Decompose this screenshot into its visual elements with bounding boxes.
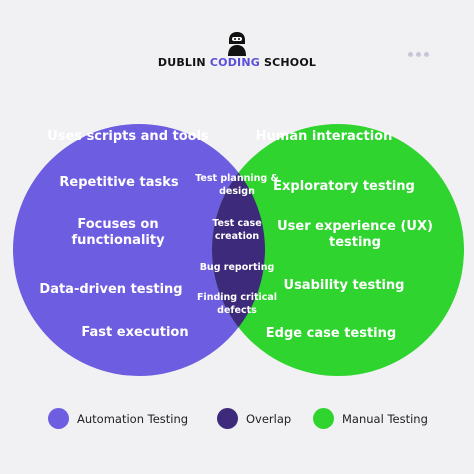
legend-dot-overlap <box>217 408 238 429</box>
ninja-coder-icon <box>228 32 246 56</box>
overlap-item-1: Test planning & design <box>195 173 279 197</box>
legend-label-manual: Manual Testing <box>342 411 428 426</box>
legend-label-automation: Automation Testing <box>77 411 189 426</box>
automation-item-2: Repetitive tasks <box>59 175 179 190</box>
legend-dot-manual <box>313 408 334 429</box>
brand-part1: DUBLIN <box>157 56 210 69</box>
automation-circle <box>13 124 265 376</box>
manual-item-5: Edge case testing <box>265 326 397 341</box>
automation-item-4: Data-driven testing <box>39 282 183 297</box>
manual-item-2: Exploratory testing <box>273 179 415 194</box>
manual-item-3: User experience (UX) testing <box>277 219 433 251</box>
legend-overlap: Overlap <box>217 408 291 429</box>
manual-circle <box>212 124 464 376</box>
overlap-item-2: Test case creation <box>212 218 262 242</box>
legend-manual: Manual Testing <box>313 408 428 429</box>
brand-title: DUBLIN CODING SCHOOL <box>0 56 474 69</box>
automation-item-5: Fast execution <box>81 325 189 340</box>
overlap-item-4: Finding critical defects <box>196 292 278 316</box>
brand-part2: CODING <box>209 56 260 69</box>
manual-item-1: Human interaction <box>255 129 393 144</box>
legend-dot-automation <box>48 408 69 429</box>
overlap-item-3: Bug reporting <box>199 262 275 273</box>
automation-item-1: Uses scripts and tools <box>47 129 209 144</box>
manual-item-4: Usability testing <box>283 278 405 293</box>
brand-part3: SCHOOL <box>259 56 317 69</box>
legend-label-overlap: Overlap <box>246 411 292 426</box>
automation-item-3: Focuses on functionality <box>71 217 165 249</box>
more-dots-icon[interactable] <box>408 42 432 61</box>
legend-automation: Automation Testing <box>48 408 188 429</box>
